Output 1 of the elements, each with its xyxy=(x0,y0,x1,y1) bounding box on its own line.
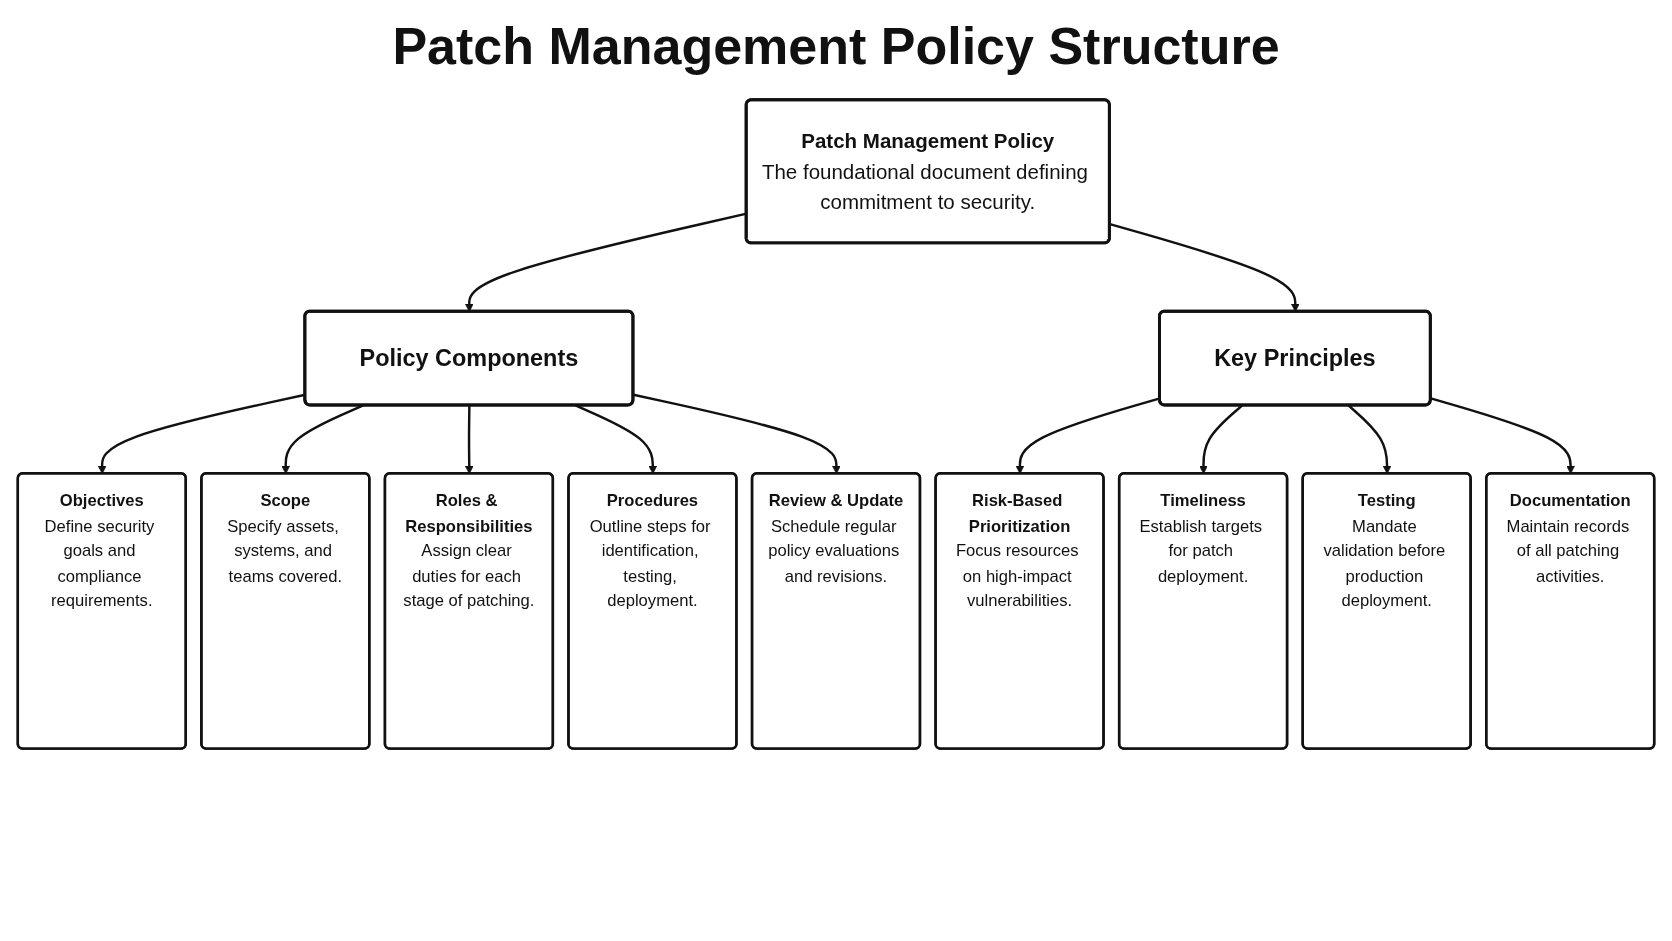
diagram-title: Patch Management Policy Structure xyxy=(391,16,1281,77)
